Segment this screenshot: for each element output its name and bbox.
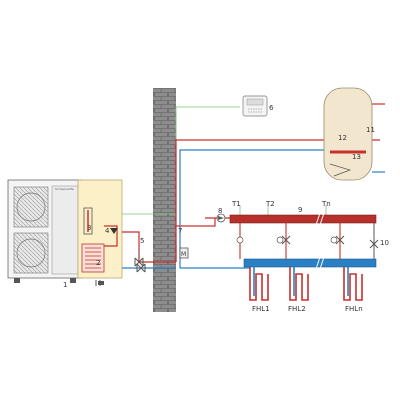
label-13: 13: [352, 153, 361, 161]
diverter-valve: M: [175, 245, 189, 262]
label-t2: T2: [265, 200, 275, 208]
label-tn: Tn: [321, 200, 331, 208]
room-thermostat: [242, 95, 268, 117]
indoor-unit: [77, 179, 123, 286]
brand-label: Someonelife: [55, 187, 74, 191]
label-2: 2: [96, 259, 100, 267]
signal-line: [122, 106, 240, 215]
pump-icon: [110, 228, 118, 234]
supply-manifold: [229, 214, 377, 224]
backup-heater: [83, 207, 93, 235]
fan-grille-icon: [13, 232, 49, 274]
label-10: 10: [380, 239, 389, 247]
hot-line-to-tank: [175, 139, 380, 262]
label-fhln: FHLn: [345, 305, 363, 313]
label-1: 1: [63, 281, 67, 289]
label-4: 4: [105, 227, 110, 235]
label-3: 3: [87, 224, 91, 232]
label-11: 11: [366, 126, 375, 134]
valve-motor-label: M: [181, 251, 186, 258]
label-12: 12: [338, 134, 347, 142]
label-t1: T1: [231, 200, 241, 208]
plate-heat-exchanger: [81, 243, 105, 273]
fan-grille-icon: [13, 186, 49, 228]
zone-valves: [236, 223, 345, 259]
label-6: 6: [269, 104, 274, 112]
label-9: 9: [298, 206, 302, 214]
label-5: 5: [140, 237, 144, 245]
cold-line-to-tank: [179, 149, 330, 268]
label-fhl2: FHL2: [288, 305, 306, 313]
label-8: 8: [218, 207, 222, 215]
label-fhl1: FHL1: [252, 305, 270, 313]
circulation-pump: [216, 213, 226, 223]
outdoor-unit: Someonelife: [7, 179, 83, 283]
wall: [153, 88, 176, 312]
hot-water-tank: [323, 87, 385, 181]
tank-coil: [329, 163, 352, 177]
floor-heating-loops: [249, 267, 363, 301]
label-7: 7: [178, 227, 182, 235]
return-manifold: [243, 258, 377, 268]
